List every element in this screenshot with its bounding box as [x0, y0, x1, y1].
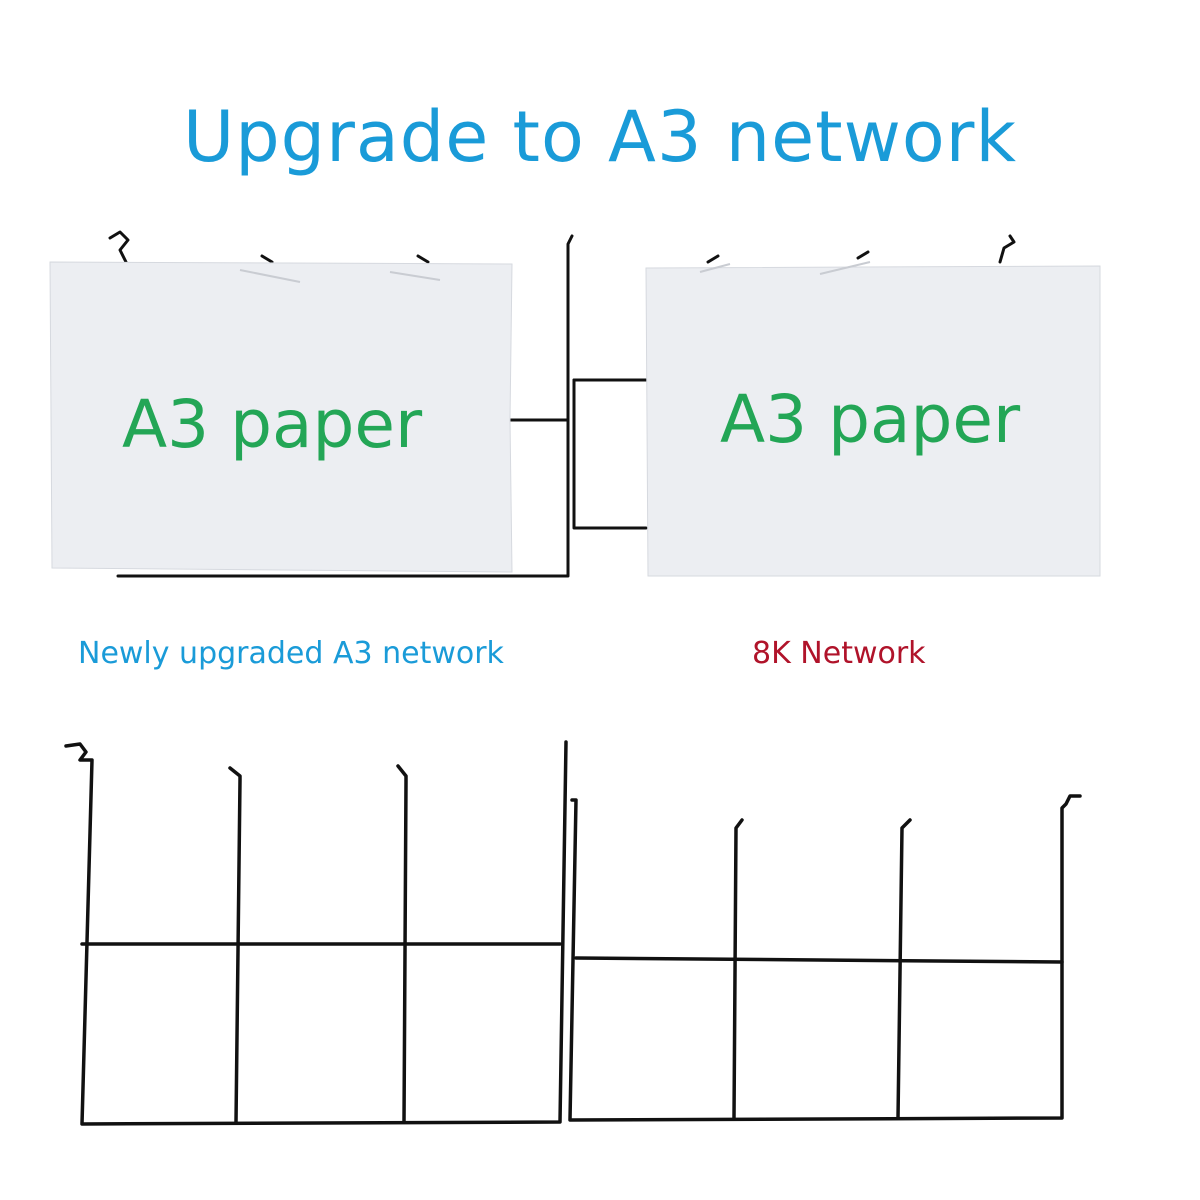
a3-wire-rack — [64, 740, 568, 1126]
a3-rack-with-paper — [108, 230, 574, 578]
caption-a3-network: Newly upgraded A3 network — [78, 636, 504, 671]
a3-paper-sheet-right — [645, 261, 1101, 577]
page-title: Upgrade to A3 network — [183, 96, 1017, 178]
a3-paper-sheet-left — [49, 261, 513, 573]
paper-label-left: A3 paper — [122, 386, 423, 463]
caption-8k-network: 8K Network — [752, 636, 926, 671]
paper-label-right: A3 paper — [720, 381, 1021, 458]
8k-rack-with-paper — [572, 234, 1016, 530]
8k-wire-rack — [568, 794, 1082, 1122]
